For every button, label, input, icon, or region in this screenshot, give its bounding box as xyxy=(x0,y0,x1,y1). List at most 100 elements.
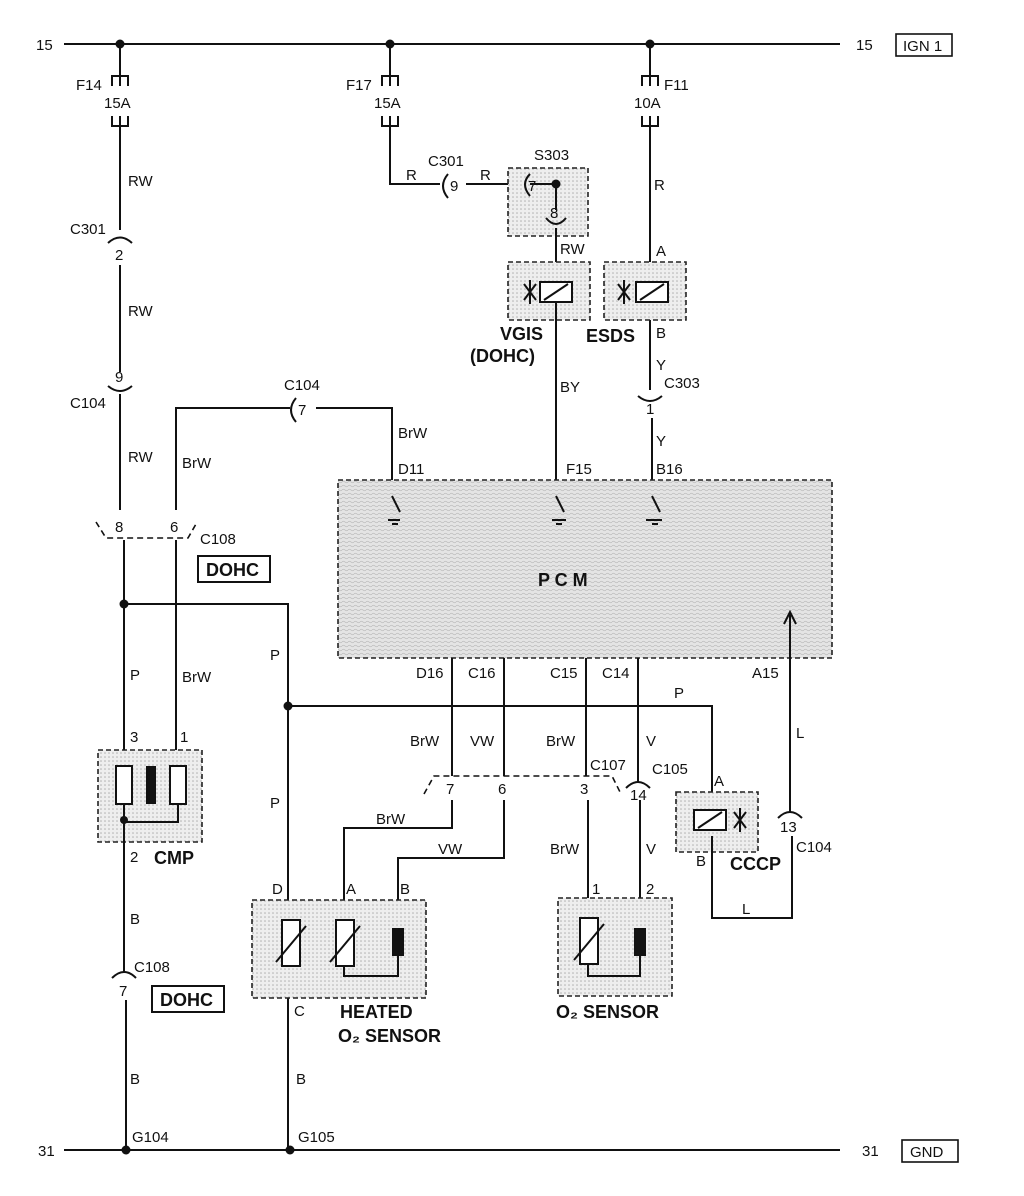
c105-pin-14: 14 xyxy=(630,787,647,804)
cmp-pin-1: 1 xyxy=(180,729,188,746)
wire-color-brw: BrW xyxy=(398,425,428,442)
cccp-pin-a: A xyxy=(714,773,724,790)
wire-color-b: B xyxy=(130,1071,140,1088)
wire-color-p: P xyxy=(130,667,140,684)
esds-pin-b: B xyxy=(656,325,666,342)
wire-color-rw: RW xyxy=(128,449,154,466)
wire-color-p: P xyxy=(270,647,280,664)
pcm-label: P C M xyxy=(538,570,588,590)
wire-color-rw: RW xyxy=(128,173,154,190)
wire-color-rw: RW xyxy=(560,241,586,258)
ground-g105: G105 xyxy=(298,1129,335,1146)
wire-color-r: R xyxy=(480,167,491,184)
pcm-pin-a15: A15 xyxy=(752,665,779,682)
c104-13-label: C104 xyxy=(796,839,832,856)
dohc-tag-box-2 xyxy=(151,985,225,1013)
ground-g104-dot xyxy=(121,1145,131,1155)
gnd-tag-box xyxy=(901,1139,959,1163)
cmp-pin-2: 2 xyxy=(130,849,138,866)
c108-label: C108 xyxy=(200,531,236,548)
fuse-f14-rating: 15A xyxy=(104,95,131,112)
pcm-pin-d11: D11 xyxy=(398,461,424,478)
heated-o2-sensor: D A B C HEATED O₂ SENSOR xyxy=(251,881,441,1046)
c303-pin-1: 1 xyxy=(646,401,654,418)
heated-pin-d: D xyxy=(272,881,283,898)
c105-label: C105 xyxy=(652,761,688,778)
wire-color-vw: VW xyxy=(438,841,463,858)
connector-c107 xyxy=(423,775,621,795)
connector-c301-9 xyxy=(442,173,449,199)
ign1-tag: IGN 1 xyxy=(903,38,942,55)
top-left-num: 15 xyxy=(36,37,53,54)
fuse-f14: F14 15A xyxy=(76,44,131,230)
ground-g105-dot xyxy=(285,1145,295,1155)
connector-c303 xyxy=(637,395,663,402)
heated-pin-b: B xyxy=(400,881,410,898)
wire-color-brw: BrW xyxy=(182,455,212,472)
cmp-pin-3: 3 xyxy=(130,729,138,746)
wire-color-r: R xyxy=(406,167,417,184)
c107-pin-7: 7 xyxy=(446,781,454,798)
o2-sensor-label: O₂ SENSOR xyxy=(556,1002,659,1022)
connector-c104-7 xyxy=(290,397,297,423)
connector-c108-top xyxy=(95,521,197,539)
c104-pin-9: 9 xyxy=(115,369,123,386)
c104-7-label: C104 xyxy=(284,377,320,394)
c107-label: C107 xyxy=(590,757,626,774)
esds-pin-a: A xyxy=(656,243,666,260)
ign1-tag-box xyxy=(895,33,953,57)
c104-label: C104 xyxy=(70,395,106,412)
bottom-right-num: 31 xyxy=(862,1143,879,1160)
wire-color-l: L xyxy=(742,901,750,918)
gnd-tag: GND xyxy=(910,1144,944,1161)
c108-pin-7: 7 xyxy=(119,983,127,1000)
c301-9-label: C301 xyxy=(428,153,464,170)
pcm-module: P C M D11 F15 B16 xyxy=(337,461,833,659)
pcm-pin-b16: B16 xyxy=(656,461,683,478)
c108-pin-6: 6 xyxy=(170,519,178,536)
cmp-sensor: 3 1 2 CMP xyxy=(97,729,203,868)
wire-l-cccp xyxy=(711,836,793,919)
connector-c301-2 xyxy=(107,236,133,244)
pcm-pin-c15: C15 xyxy=(550,665,578,682)
wire-brw-heated-a xyxy=(343,800,453,920)
wire-vw-heated-b xyxy=(397,800,505,928)
c301-label: C301 xyxy=(70,221,106,238)
wire-color-b: B xyxy=(296,1071,306,1088)
wire-color-p: P xyxy=(270,795,280,812)
fuse-f17: F17 15A xyxy=(346,44,401,127)
c107-pin-3: 3 xyxy=(580,781,588,798)
pcm-pin-c14: C14 xyxy=(602,665,630,682)
dohc-tag-2: DOHC xyxy=(160,990,213,1010)
heated-pin-a: A xyxy=(346,881,356,898)
pcm-pin-c16: C16 xyxy=(468,665,496,682)
wire-color-rw: RW xyxy=(128,303,154,320)
wire-color-vw: VW xyxy=(470,733,495,750)
pcm-pin-f15: F15 xyxy=(566,461,592,478)
heated-pin-c: C xyxy=(294,1003,305,1020)
wire-color-brw: BrW xyxy=(182,669,212,686)
wire-color-v: V xyxy=(646,733,656,750)
wire-color-brw: BrW xyxy=(546,733,576,750)
c301-pin-2: 2 xyxy=(115,247,123,264)
fuse-f11: F11 10A xyxy=(634,44,689,127)
fuse-f14-name: F14 xyxy=(76,77,102,94)
fuse-f17-rating: 15A xyxy=(374,95,401,112)
wire-r-f17 xyxy=(389,126,440,185)
c108-pin-8: 8 xyxy=(115,519,123,536)
wire-brw-c108-6 xyxy=(175,407,290,510)
wire-color-by: BY xyxy=(560,379,580,396)
o2-sensor: 1 2 O₂ SENSOR xyxy=(556,881,673,1022)
connector-c105 xyxy=(625,781,651,789)
connector-c108-7 xyxy=(111,971,137,979)
c301-pin-9: 9 xyxy=(450,178,458,195)
wire-color-brw: BrW xyxy=(410,733,440,750)
cmp-label: CMP xyxy=(154,848,194,868)
c104-pin-13: 13 xyxy=(780,819,797,836)
splice-s303: S303 7 8 xyxy=(507,147,589,237)
wire-color-r: R xyxy=(654,177,665,194)
pcm-pin-d16: D16 xyxy=(416,665,444,682)
c108-bottom-label: C108 xyxy=(134,959,170,976)
